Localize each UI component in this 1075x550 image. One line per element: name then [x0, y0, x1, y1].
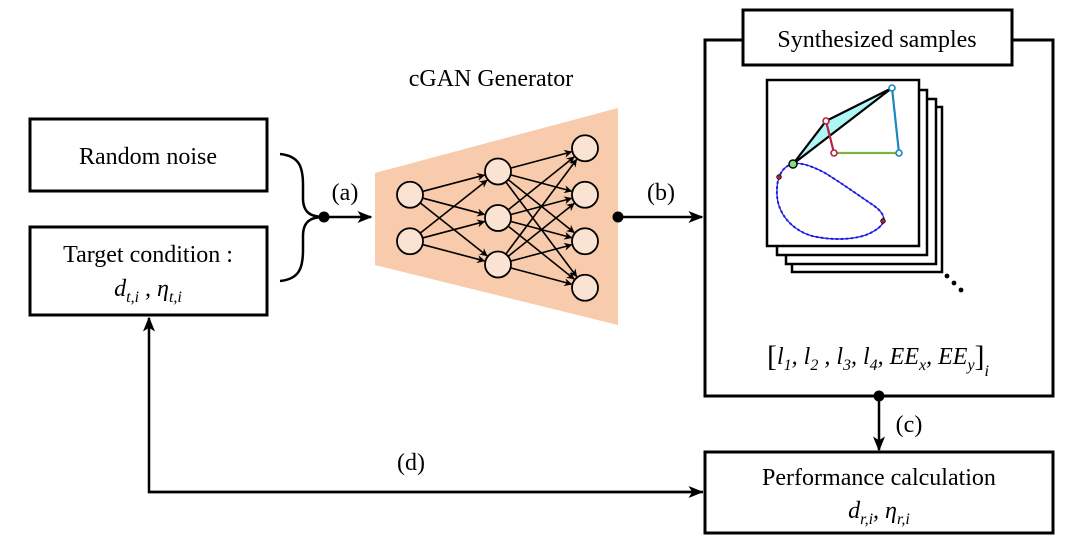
nn-node-layer1-2 [396, 227, 424, 256]
continuation-ellipsis [944, 273, 964, 293]
network-nodes [396, 134, 599, 302]
coupler-curve-line [776, 162, 885, 240]
generator-title: cGAN Generator [409, 66, 574, 92]
nn-node-layer3-4 [571, 273, 599, 302]
input-merge-brace: (a) [279, 152, 373, 283]
curve-marker-start [776, 174, 782, 180]
synthesized-samples-box: Synthesized samples [703, 8, 1055, 398]
arrow-a-label: (a) [332, 180, 359, 206]
sample-card-stack [765, 78, 944, 274]
rocker-ground-joint [895, 149, 903, 157]
nn-node-layer3-2 [571, 180, 599, 209]
nn-node-layer2-2 [484, 204, 512, 232]
output-arrow-b: (b) [612, 180, 704, 223]
crank-joint [822, 117, 830, 125]
nn-node-layer1-1 [396, 180, 424, 209]
nn-edge-l2-1-to-l3-1 [510, 149, 573, 169]
nn-edge-l2-2-to-l3-1 [507, 156, 575, 211]
rocker-joint [888, 84, 896, 92]
random-noise-label: Random noise [79, 144, 217, 170]
crank-link [824, 120, 836, 154]
coupler-triangle [792, 87, 893, 165]
nn-edge-l2-3-to-l3-2 [507, 202, 575, 257]
target-condition-box: Target condition : dt,i , ηt,i [28, 225, 269, 317]
nn-edge-l1-2-to-l2-3 [422, 243, 486, 263]
target-condition-label: Target condition : [63, 242, 233, 268]
arrow-c-group: (c) [873, 390, 923, 452]
performance-calculation-box: Performance calculation dr,i, ηr,i [703, 450, 1055, 535]
nn-node-layer2-1 [484, 157, 512, 186]
performance-vars: dr,i, ηr,i [848, 498, 910, 528]
target-condition-vars: dt,i , ηt,i [114, 276, 182, 306]
nn-edge-l1-1-to-l2-1 [422, 173, 486, 193]
rocker-link [890, 87, 901, 154]
arrow-c-label: (c) [896, 412, 923, 438]
nn-node-layer2-3 [484, 250, 512, 279]
synthesized-samples-title: Synthesized samples [777, 27, 976, 53]
end-effector-joint [788, 159, 798, 169]
nn-edge-l1-2-to-l2-2 [422, 219, 486, 239]
nn-edge-l1-2-to-l2-1 [419, 179, 488, 234]
random-noise-box: Random noise [28, 117, 269, 193]
nn-node-layer3-1 [571, 134, 599, 163]
curve-marker-end [880, 218, 886, 224]
nn-node-layer3-3 [571, 227, 599, 256]
linkage-mechanism-plot [775, 84, 903, 240]
arrow-d-label: (d) [397, 450, 425, 476]
nn-edge-l2-3-to-l3-3 [510, 242, 573, 262]
network-edges [419, 149, 578, 287]
nn-edge-l2-3-to-l3-4 [510, 267, 573, 287]
feedback-arrow-d: (d) [143, 316, 704, 498]
parameter-vector: [l1, l2 , l3, l4, EEx, EEy]i [767, 340, 989, 380]
arrow-b-label: (b) [647, 180, 675, 206]
cgan-generator: cGAN Generator [375, 66, 618, 325]
crank-ground-joint [830, 149, 838, 157]
nn-edge-l2-3-to-l3-1 [505, 158, 578, 255]
arrow-d-to-target [143, 316, 703, 494]
performance-label: Performance calculation [762, 465, 996, 491]
